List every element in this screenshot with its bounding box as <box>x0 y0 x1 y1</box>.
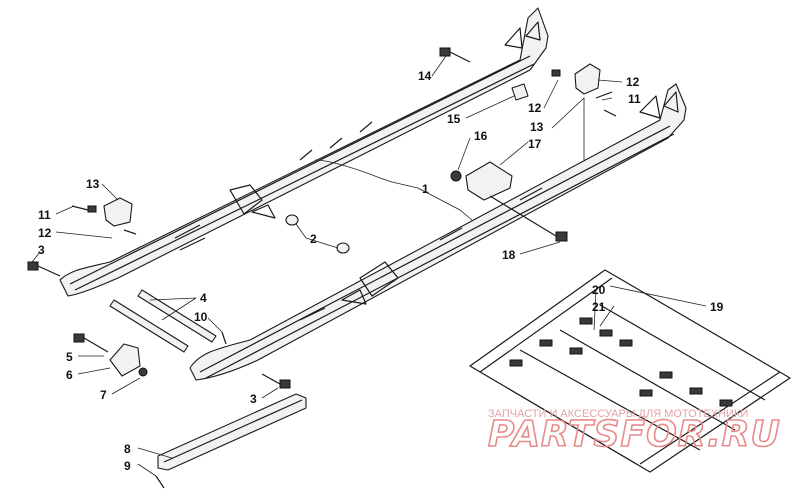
callout-4: 4 <box>200 291 207 305</box>
wear-strip-8 <box>157 393 307 471</box>
callout-13: 13 <box>86 177 100 191</box>
callout-8: 8 <box>124 442 131 456</box>
callout-12: 12 <box>38 226 52 240</box>
bolt-18 <box>489 195 568 242</box>
slider-block-6 <box>73 333 148 377</box>
callout-18: 18 <box>502 248 516 262</box>
bracket-13-right <box>551 63 617 117</box>
leader-lines <box>31 55 707 477</box>
spacer-upper <box>285 214 299 226</box>
callout-19: 19 <box>710 300 724 314</box>
callout-10: 10 <box>194 310 208 324</box>
watermark-brand: PARTSFOR.RU <box>488 414 781 455</box>
callout-11: 11 <box>628 92 641 106</box>
rail-front <box>189 83 687 381</box>
callout-2: 2 <box>310 232 317 246</box>
screw-9 <box>155 475 165 489</box>
callout-12: 12 <box>626 75 640 89</box>
rod-4 <box>109 289 217 353</box>
watermark-caption: ЗАПЧАСТИ И АКСЕССУАРЫ ДЛЯ МОТОТЕХНИКИ <box>488 408 748 420</box>
callout-13: 13 <box>530 120 544 134</box>
callout-15: 15 <box>447 112 461 126</box>
pin-10 <box>221 331 227 345</box>
callout-16: 16 <box>474 129 488 143</box>
bushing-15 <box>511 83 529 101</box>
callout-6: 6 <box>66 368 73 382</box>
callout-7: 7 <box>100 388 107 402</box>
callout-3: 3 <box>38 243 45 257</box>
bracket-17 <box>465 161 513 201</box>
callout-3: 3 <box>250 392 257 406</box>
bolt-14 <box>439 47 471 63</box>
callout-12: 12 <box>528 101 542 115</box>
watermark: ЗАПЧАСТИ И АКСЕССУАРЫ ДЛЯ МОТОТЕХНИКИ PA… <box>487 408 781 456</box>
callout-21: 21 <box>592 300 606 314</box>
callout-20: 20 <box>592 283 606 297</box>
bolt-3-lower <box>261 373 291 389</box>
callout-5: 5 <box>66 350 73 364</box>
bolt-3-upper <box>27 261 61 277</box>
spacer-lower <box>336 242 350 254</box>
nut-16 <box>450 170 462 182</box>
callout-9: 9 <box>124 459 131 473</box>
callouts: 14 15 16 17 12 12 11 13 1 13 11 12 3 2 1… <box>38 69 724 473</box>
callout-1: 1 <box>422 182 429 196</box>
callout-14: 14 <box>418 69 432 83</box>
rail-rear <box>59 7 549 297</box>
callout-11: 11 <box>38 208 51 222</box>
bracket-13-left <box>71 197 137 235</box>
track-19 <box>469 269 791 473</box>
callout-17: 17 <box>528 137 542 151</box>
